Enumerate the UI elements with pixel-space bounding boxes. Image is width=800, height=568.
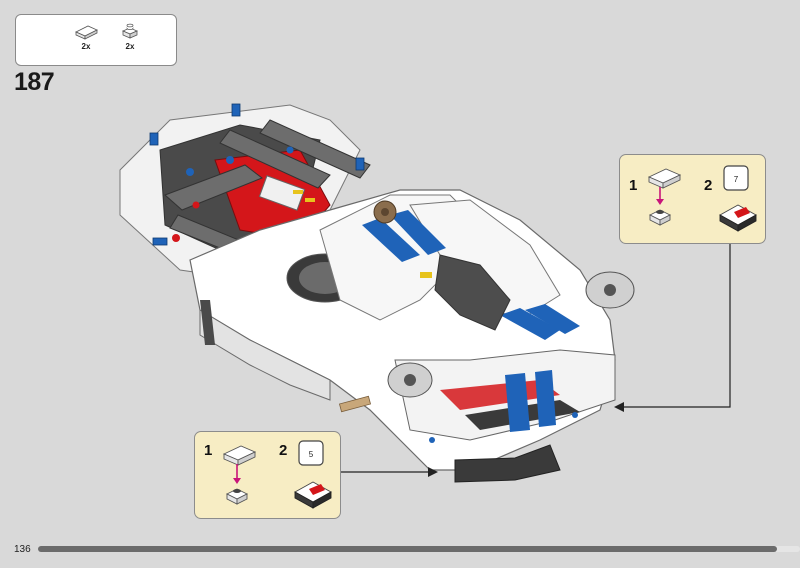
part-count: 2x [81,42,91,51]
parts-item: 2x [66,23,106,51]
progress-bar [38,546,800,552]
sub-assembly-callout-right: 1 2 7 [619,154,766,244]
sub-step-2-number: 2 [279,442,288,459]
part-count: 2x [125,42,135,51]
sticker-label: 5 [309,450,314,459]
parts-item: 2x [110,23,150,51]
progress-bar-fill [38,546,778,552]
sub-step-2-number: 2 [704,177,713,194]
parts-list-box: 2x 2x [15,14,177,66]
white-slope-tile-icon [75,25,98,40]
page-number: 136 [14,544,31,555]
car-model-illustration [119,103,635,483]
white-round-stud-icon [121,23,139,39]
step-number: 187 [14,68,55,96]
sub-step-1-number: 1 [629,177,638,194]
sticker-applied-slope-icon: 7 [719,165,757,232]
sub-step-1-number: 1 [204,442,213,459]
sticker-label: 7 [734,175,739,184]
slope-onto-stud-icon [647,168,682,226]
sticker-applied-slope-icon: 5 [294,440,332,509]
sub-assembly-callout-left: 1 2 5 [194,431,341,519]
slope-onto-stud-icon [222,445,257,505]
